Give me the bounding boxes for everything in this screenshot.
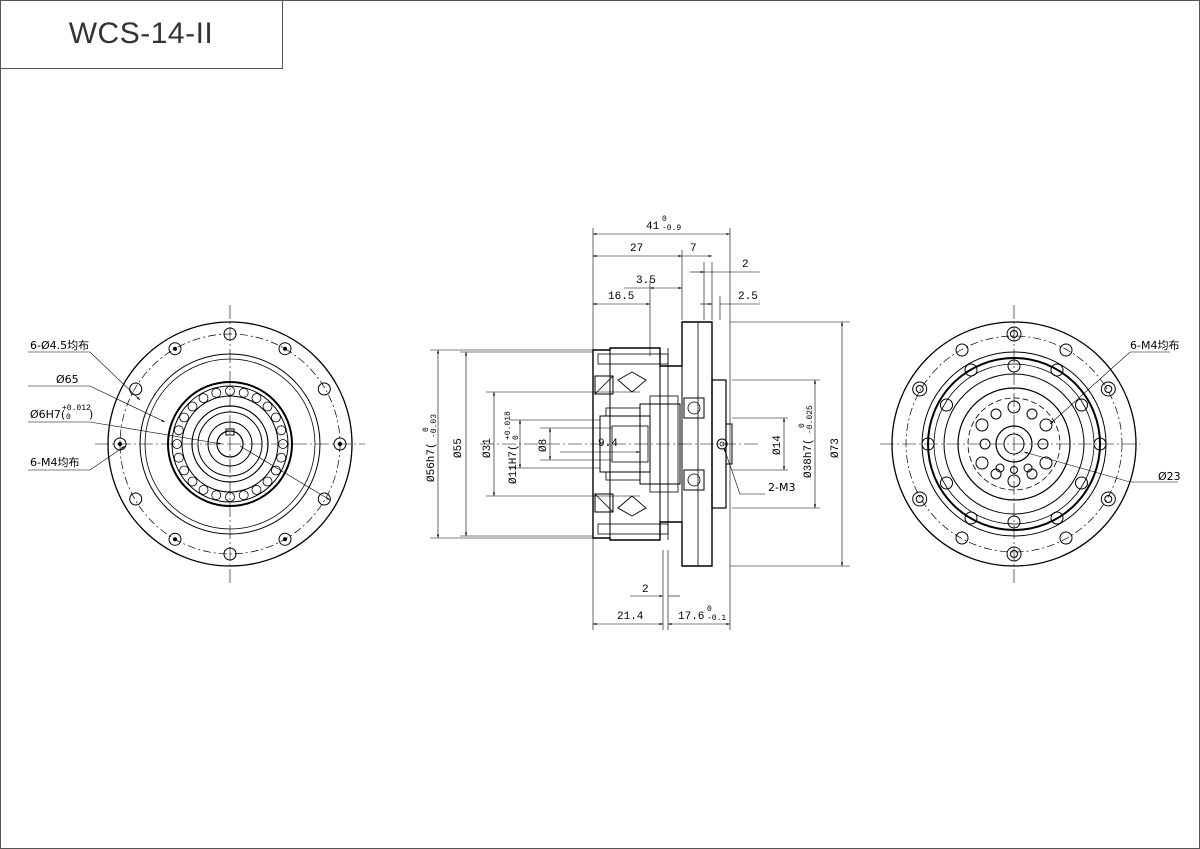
- title-block: WCS-14-II: [0, 0, 283, 69]
- label-left-threads: 6-M4均布: [30, 456, 79, 469]
- label-left-bore-tol-low: 0: [66, 413, 71, 422]
- label-right-dia: Ø23: [1158, 470, 1181, 483]
- label-2-m3: 2-M3: [768, 481, 795, 494]
- label-left-bore: Ø6H7(: [30, 408, 65, 421]
- dim-21-4: 21.4: [617, 611, 644, 623]
- dim-11: Ø11H7(: [508, 444, 520, 484]
- dim-56: Ø56h7(: [426, 442, 438, 482]
- dim-38-up: 0: [798, 423, 807, 428]
- section-view: [430, 228, 850, 630]
- section-view-labels: 41 0 -0.9 27 7 2 3.5 16.5 2.5 Ø56h7( 0 -…: [422, 215, 842, 623]
- dim-16-5: 16.5: [608, 291, 634, 303]
- label-left-bore-close: ): [89, 408, 93, 421]
- dim-2-bottom: 2: [642, 584, 649, 596]
- dim-9-4: 9.4: [598, 438, 618, 450]
- dim-11-up: +0.018: [504, 411, 513, 440]
- dim-17-6-up: 0: [707, 605, 712, 614]
- dim-56-tol: -0.03: [430, 414, 439, 438]
- left-flange-holes: [113, 327, 347, 561]
- dim-total: 41: [646, 221, 660, 233]
- dim-31: Ø31: [482, 438, 494, 458]
- label-right-threads: 6-M4均布: [1130, 339, 1179, 352]
- drawing-title: WCS-14-II: [68, 17, 214, 50]
- right-end-view: [880, 305, 1178, 585]
- dim-38-tol: -0.025: [806, 405, 815, 434]
- label-left-pcd: Ø65: [56, 373, 79, 386]
- dim-2-5: 2.5: [738, 291, 758, 303]
- dim-8: Ø8: [538, 439, 550, 452]
- dim-27: 27: [630, 243, 643, 255]
- dim-38: Ø38h7(: [803, 438, 815, 478]
- label-left-bore-tol-up: +0.012: [62, 404, 91, 413]
- dim-14: Ø14: [772, 435, 784, 455]
- dim-11-low: 0: [512, 435, 521, 440]
- dim-56-up: 0: [422, 427, 431, 432]
- dim-total-low: -0.9: [662, 224, 681, 233]
- dim-55: Ø55: [453, 438, 465, 458]
- dim-17-6: 17.6: [678, 611, 704, 623]
- dim-2-top: 2: [742, 259, 749, 271]
- dim-7: 7: [690, 243, 697, 255]
- dim-17-6-low: -0.1: [707, 614, 726, 623]
- right-view-labels: 6-M4均布 Ø23: [1130, 339, 1181, 483]
- left-end-view: [28, 305, 365, 585]
- label-left-holes: 6-Ø4.5均布: [30, 339, 89, 352]
- dim-73: Ø73: [830, 438, 842, 458]
- dim-total-up: 0: [662, 215, 667, 224]
- dim-3-5: 3.5: [636, 275, 656, 287]
- left-view-labels: 6-Ø4.5均布 Ø65 Ø6H7( +0.012 0 ) 6-M4均布: [30, 339, 93, 469]
